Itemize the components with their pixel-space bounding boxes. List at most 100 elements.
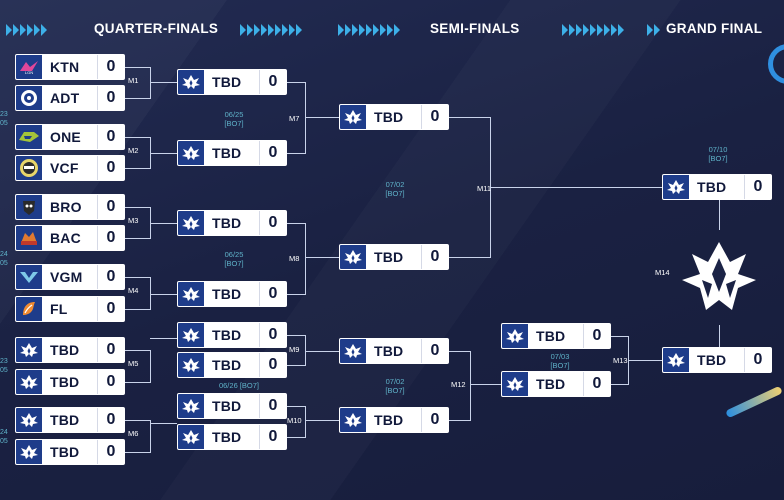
date-m7: 06/25[BO7] (224, 110, 244, 128)
stage-title-quarter-finals: QUARTER-FINALS (94, 21, 219, 36)
league-icon (663, 176, 689, 199)
team-name: TBD (204, 425, 259, 449)
bracket-connector (125, 98, 150, 99)
bracket-connector (150, 420, 151, 453)
league-icon (178, 212, 204, 235)
bracket-connector (287, 153, 305, 154)
team-name: TBD (204, 141, 259, 165)
league-icon (340, 246, 366, 269)
team-name: TBD (366, 339, 421, 363)
bracket-connector (449, 257, 490, 258)
team-score: 0 (259, 282, 286, 306)
bracket-connector (287, 223, 305, 224)
bracket-connector (125, 452, 150, 453)
bracket-connector (305, 82, 306, 154)
bracket-connector (150, 294, 177, 295)
match-label-m2: M2 (128, 145, 139, 155)
bracket-connector (611, 336, 628, 337)
bracket-connector (125, 277, 150, 278)
bracket-connector (150, 338, 177, 339)
stage-title-semi-finals: SEMI-FINALS (430, 21, 520, 36)
league-icon (16, 339, 42, 362)
bracket-connector (287, 335, 305, 336)
team-score: 0 (744, 348, 771, 372)
team-score: 0 (421, 245, 448, 269)
one-team-logo-icon (16, 126, 42, 149)
team-name: TBD (42, 408, 97, 432)
match-label-m5: M5 (128, 359, 139, 368)
match-label-m11: M11 (477, 184, 492, 193)
vcf-team-logo-icon (16, 157, 42, 180)
bracket-connector (150, 350, 151, 383)
team-score: 0 (421, 408, 448, 432)
date-m13: 07/03[BO7] (550, 352, 570, 370)
bracket-connector (125, 350, 150, 351)
bracket-connector (305, 257, 339, 258)
team-score: 0 (97, 125, 124, 149)
team-name: ADT (42, 86, 97, 110)
match-label-m13: M13 (613, 356, 628, 365)
league-icon (178, 426, 204, 449)
chevrons-semi-right (562, 23, 625, 36)
bracket-connector (150, 67, 151, 99)
bracket-connector (125, 207, 150, 208)
team-score: 0 (421, 105, 448, 129)
team-name: TBD (204, 70, 259, 94)
team-score: 0 (97, 440, 124, 464)
date-m9-m10: 06/26 [BO7] (218, 381, 260, 390)
team-name: TBD (366, 408, 421, 432)
brand-ring-icon (768, 44, 784, 84)
chevrons-quarter-right (240, 23, 303, 36)
league-icon (178, 71, 204, 94)
bracket-connector (150, 223, 177, 224)
team-score: 0 (97, 156, 124, 180)
team-score: 0 (97, 86, 124, 110)
bracket-connector (628, 360, 662, 361)
bracket-connector (305, 351, 339, 352)
bracket-connector (305, 335, 306, 366)
match-label-m7: M7 (289, 114, 300, 123)
match-label-m3: M3 (128, 215, 139, 225)
team-name: TBD (689, 348, 744, 372)
team-score: 0 (97, 370, 124, 394)
league-icon (16, 409, 42, 432)
bracket-connector (125, 420, 150, 421)
league-icon (178, 283, 204, 306)
match-label-m4: M4 (128, 286, 139, 295)
league-icon (502, 325, 528, 348)
bracket-connector (150, 153, 177, 154)
bracket-connector (287, 294, 305, 295)
team-score: 0 (259, 353, 286, 377)
league-icon (178, 395, 204, 418)
bracket-connector (287, 406, 305, 407)
